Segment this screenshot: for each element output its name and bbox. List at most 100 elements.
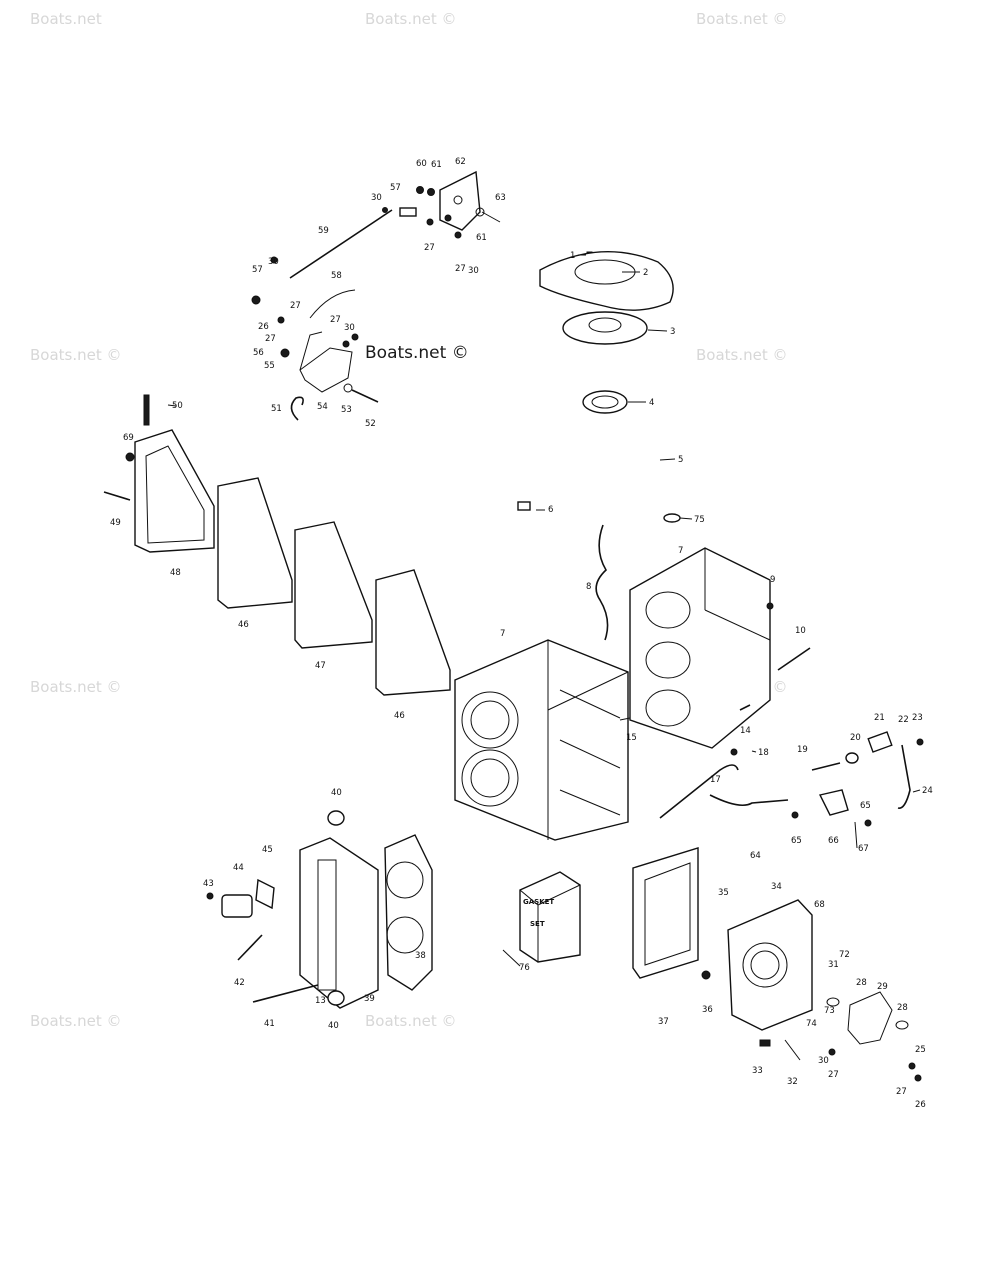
callout-label: 30 [344, 323, 355, 333]
callout-label: 45 [262, 845, 273, 855]
callout-label: 60 [416, 159, 427, 169]
callout-label: 64 [750, 851, 761, 861]
callout-label: 38 [415, 951, 426, 961]
callout-label: 59 [318, 226, 329, 236]
callout-label: 10 [795, 626, 806, 636]
callout-label: 13 [315, 996, 326, 1006]
callout-label: 2 [643, 268, 648, 278]
callout-label: 66 [828, 836, 839, 846]
callout-label: 40 [328, 1021, 339, 1031]
callout-label: 33 [752, 1066, 763, 1076]
callout-label: 61 [431, 160, 442, 170]
callout-label: 43 [203, 879, 214, 889]
callout-label: 30 [468, 266, 479, 276]
callout-label: 48 [170, 568, 181, 578]
callout-label: 34 [771, 882, 782, 892]
callout-label: 27 [330, 315, 341, 325]
watermark: Boats.net [30, 10, 102, 28]
callout-label: 1 [570, 251, 575, 261]
callout-label: 52 [365, 419, 376, 429]
callout-label: 37 [658, 1017, 669, 1027]
callout-label: 18 [758, 748, 769, 758]
callout-label: 26 [915, 1100, 926, 1110]
callout-label: 32 [787, 1077, 798, 1087]
callout-label: 19 [797, 745, 808, 755]
bypass-cover-group [632, 764, 922, 1082]
crankcase-half [595, 524, 771, 749]
callout-label: 28 [897, 1003, 908, 1013]
callout-label: 27 [896, 1087, 907, 1097]
callout-label: 74 [806, 1019, 817, 1029]
callout-label: 28 [856, 978, 867, 988]
callout-label: 65 [860, 801, 871, 811]
callout-label: 23 [912, 713, 923, 723]
crankcase-top-stack [517, 251, 681, 523]
watermark: Boats.net © [696, 346, 788, 364]
callout-label: 44 [233, 863, 244, 873]
callout-label: 15 [626, 733, 637, 743]
callout-label: 58 [331, 271, 342, 281]
callout-label: 57 [390, 183, 401, 193]
callout-label: 36 [702, 1005, 713, 1015]
callout-label: 49 [110, 518, 121, 528]
watermark-center: Boats.net © [365, 343, 469, 363]
callout-label: 6 [548, 505, 553, 515]
callout-label: 21 [874, 713, 885, 723]
callout-label: 5 [678, 455, 683, 465]
choke-solenoid-group [791, 731, 924, 827]
callout-label: 56 [253, 348, 264, 358]
kit-label-line2: SET [530, 920, 545, 928]
callout-label: 39 [364, 994, 375, 1004]
callout-label: 9 [770, 575, 775, 585]
cylinder-block [454, 639, 629, 841]
cover-plates [103, 394, 451, 696]
callout-label: 73 [824, 1006, 835, 1016]
watermark: Boats.net © [30, 678, 122, 696]
callout-label: 46 [238, 620, 249, 630]
callout-label: 27 [424, 243, 435, 253]
watermark: Boats.net © [30, 346, 122, 364]
callout-label: 41 [264, 1019, 275, 1029]
callout-label: 27 [828, 1070, 839, 1080]
callout-label: 51 [271, 404, 282, 414]
callout-label: 68 [814, 900, 825, 910]
callout-label: 4 [649, 398, 654, 408]
callout-label: 55 [264, 361, 275, 371]
callout-label: 42 [234, 978, 245, 988]
callout-label: 25 [915, 1045, 926, 1055]
callout-label: 50 [172, 401, 183, 411]
callout-label: 65 [791, 836, 802, 846]
callout-label: 67 [858, 844, 869, 854]
cylinder-head-group [206, 810, 433, 1009]
callout-label: 46 [394, 711, 405, 721]
callout-label: 35 [718, 888, 729, 898]
gasket-set-kit: GASKET SET [519, 871, 581, 963]
callout-label: 7 [678, 546, 683, 556]
callout-label: 30 [371, 193, 382, 203]
callout-label: 30 [818, 1056, 829, 1066]
watermark: Boats.net © [365, 1012, 457, 1030]
callout-label: 53 [341, 405, 352, 415]
callout-label: 40 [331, 788, 342, 798]
callout-label: 57 [252, 265, 263, 275]
watermark: Boats.net © [365, 10, 457, 28]
leader-lines [167, 254, 921, 967]
throttle-linkage-assembly [251, 170, 501, 421]
callout-label: 62 [455, 157, 466, 167]
callout-label: 76 [519, 963, 530, 973]
callout-label: 26 [258, 322, 269, 332]
callout-label: 17 [710, 775, 721, 785]
callout-label: 54 [317, 402, 328, 412]
callout-label: 61 [476, 233, 487, 243]
callout-label: 72 [839, 950, 850, 960]
callout-label: 47 [315, 661, 326, 671]
callout-label: 29 [877, 982, 888, 992]
watermark: Boats.net © [696, 10, 788, 28]
callout-label: 8 [586, 582, 591, 592]
callout-label: 30 [268, 257, 279, 267]
callout-labels: 1 2 3 4 5 6 7 7 8 9 10 13 14 15 17 18 19… [110, 157, 933, 1110]
callout-label: 7 [500, 629, 505, 639]
callout-label: 31 [828, 960, 839, 970]
